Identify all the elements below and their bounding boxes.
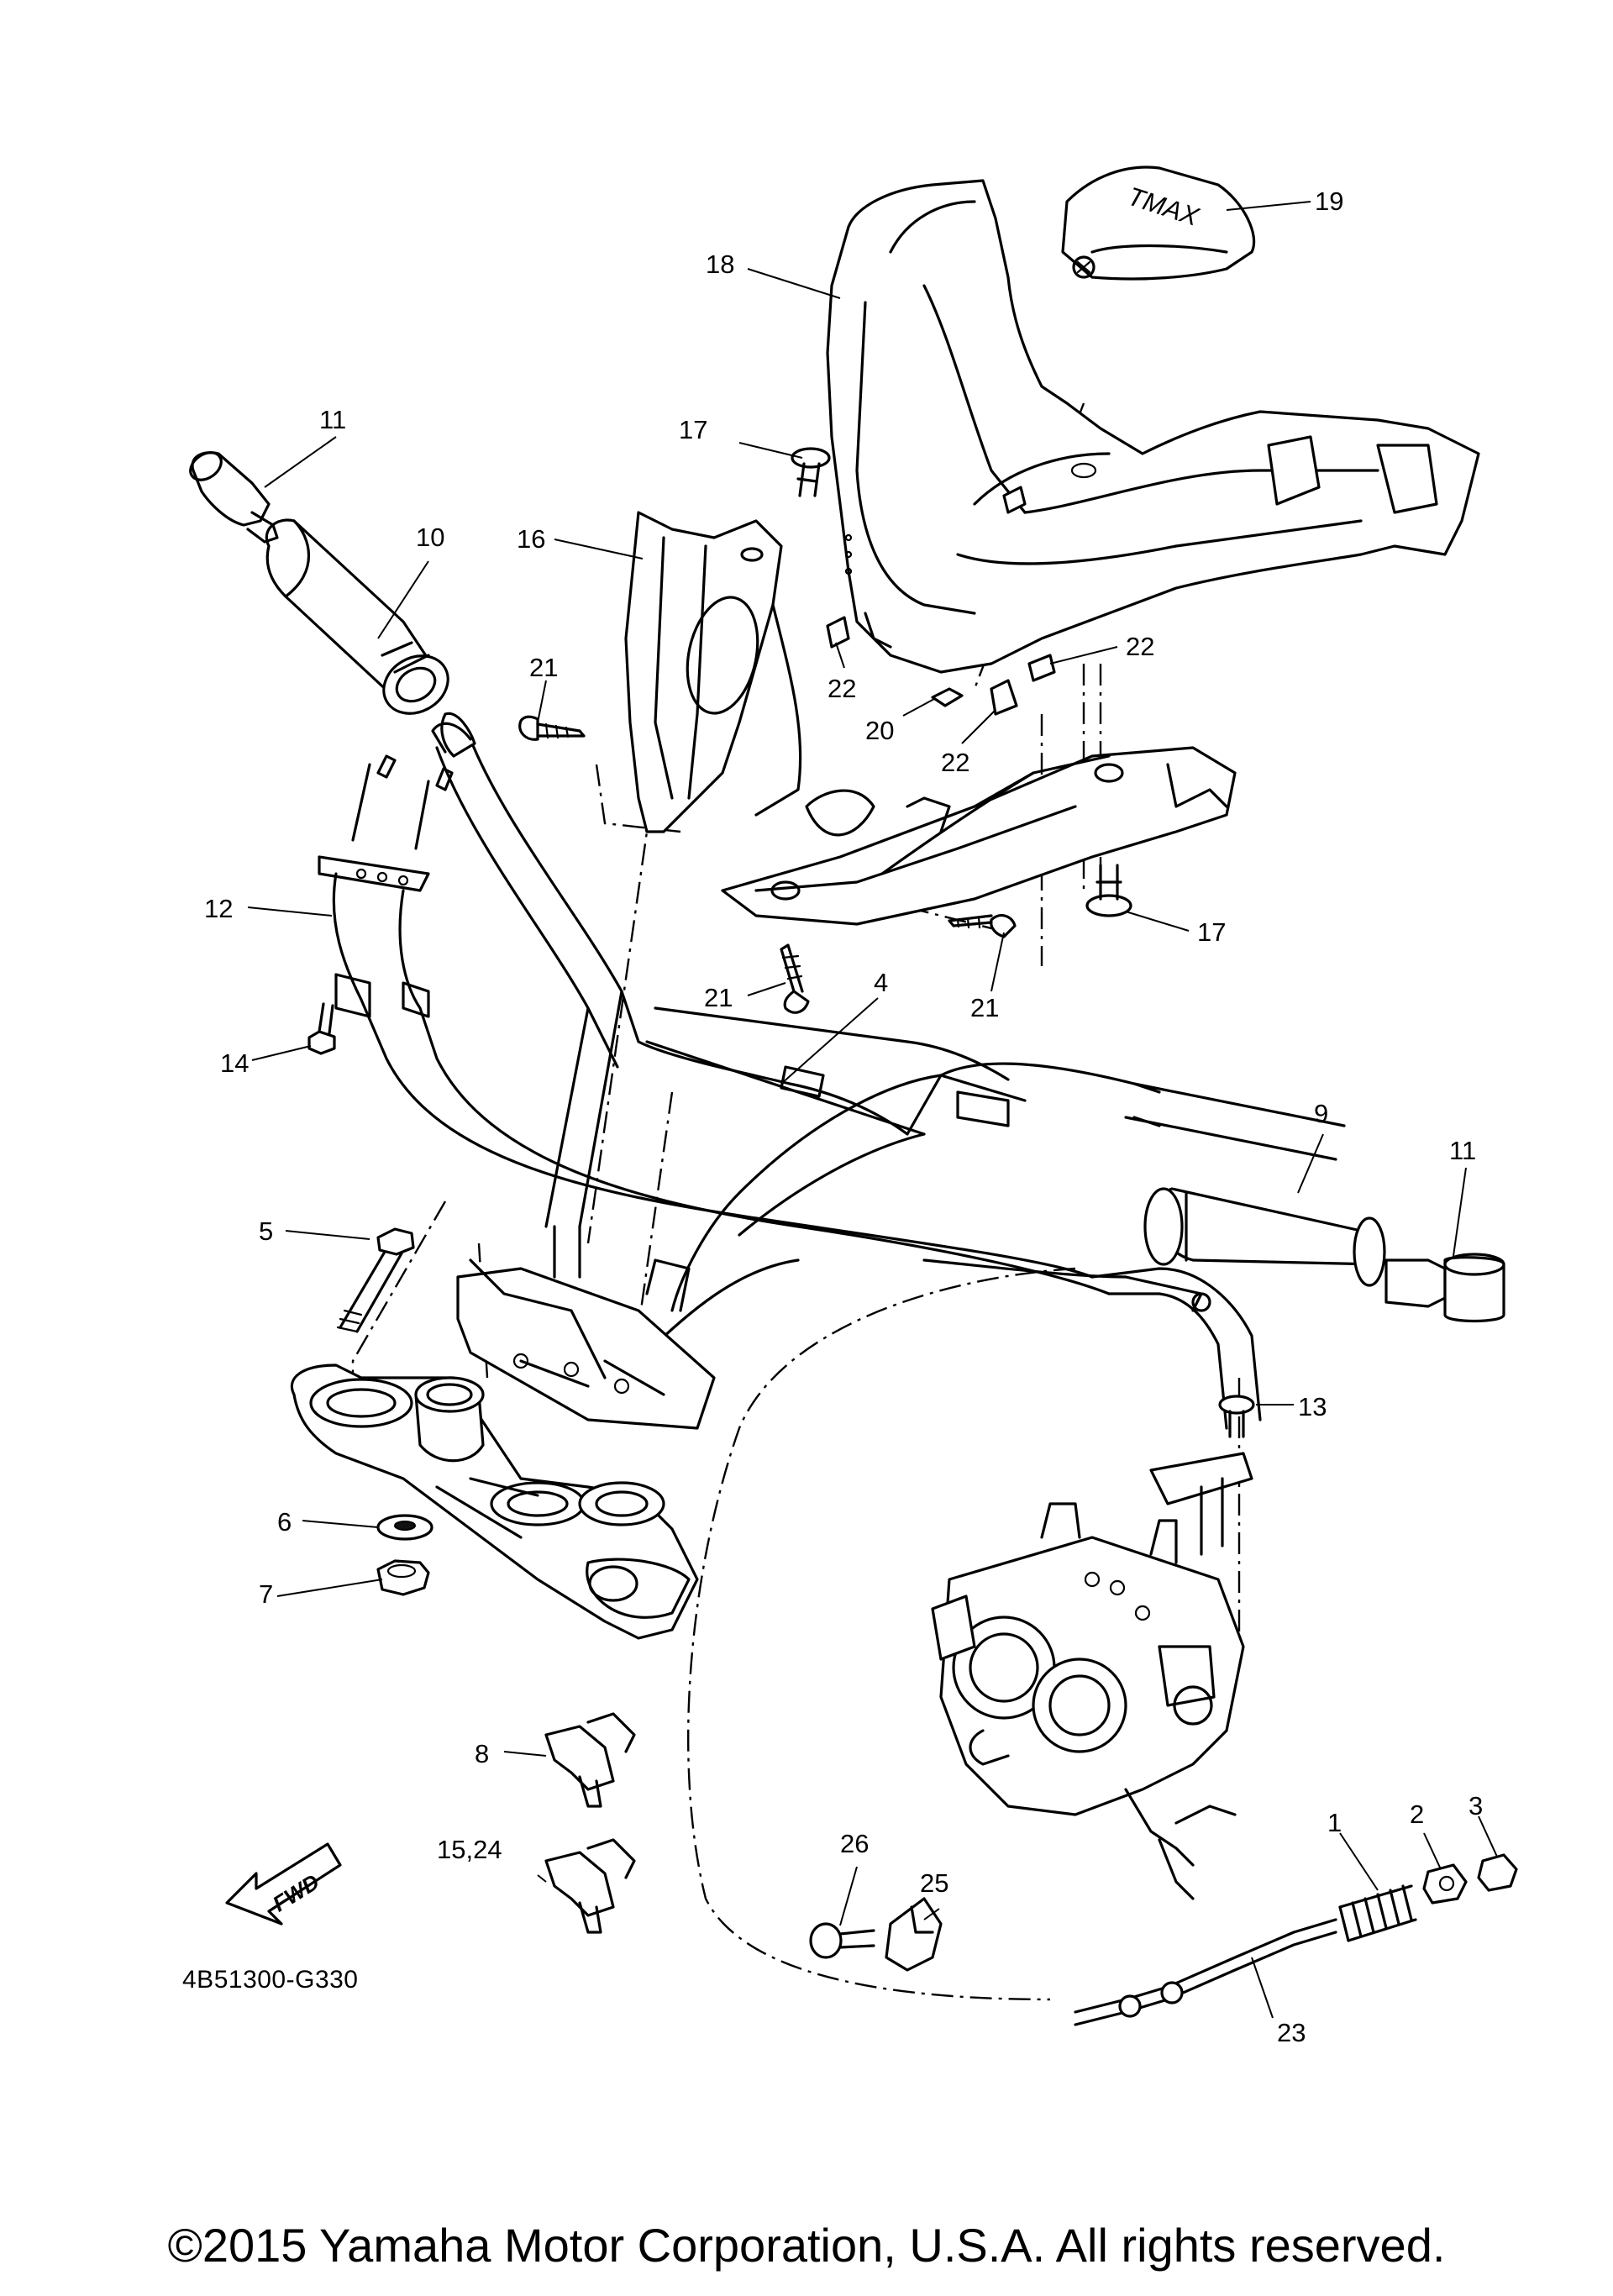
- throttle-cables-right: [922, 1258, 1262, 1556]
- callout-22-a: 22: [828, 674, 856, 703]
- callout-12: 12: [204, 894, 233, 923]
- throttle-cables-left: [318, 754, 1111, 1295]
- cable-clamp-8: [544, 1712, 636, 1808]
- bracket-25: [885, 1897, 943, 1972]
- nut-2: [1422, 1863, 1468, 1905]
- callout-13: 13: [1298, 1392, 1327, 1421]
- callout-2: 2: [1410, 1799, 1424, 1829]
- callout-5: 5: [259, 1216, 273, 1246]
- right-grip: [1143, 1187, 1386, 1287]
- handle-crown: [456, 1225, 716, 1430]
- callout-19: 19: [1315, 187, 1343, 216]
- callout-21-left: 21: [529, 653, 558, 682]
- callout-14: 14: [220, 1048, 249, 1078]
- emblem-cover: TMAX: [1061, 166, 1256, 281]
- nut-22-a: [826, 616, 850, 649]
- right-bar-end-weight: [1384, 1253, 1505, 1323]
- screw-17-right: [1085, 864, 1132, 917]
- screw-17-top: [791, 447, 831, 497]
- left-bar-end-weight: [189, 451, 279, 544]
- bolt-14: [307, 1002, 336, 1055]
- callout-4: 4: [874, 968, 888, 997]
- callout-22-c: 22: [1126, 632, 1154, 661]
- leader-lines: [247, 201, 1498, 2019]
- callout-15-24: 15,24: [437, 1835, 502, 1864]
- callout-16: 16: [517, 524, 545, 554]
- callout-17-right: 17: [1197, 917, 1226, 947]
- handlebar: [435, 712, 1346, 1363]
- cable-clamp-15-24: [544, 1838, 636, 1934]
- copyright-notice: ©2015 Yamaha Motor Corporation, U.S.A. A…: [167, 2219, 1446, 2272]
- callout-labels: 1 2 3 4 5 6 7 8 9 10 11 11 12 13 14 15,2…: [204, 187, 1483, 2047]
- screw-21-left: [518, 715, 586, 741]
- cable-23: [1074, 1918, 1337, 2026]
- callout-23: 23: [1277, 2018, 1306, 2047]
- washer-and-nut: [376, 1514, 433, 1596]
- lower-handlebar-cover: [721, 746, 1237, 926]
- nut-3: [1477, 1853, 1518, 1892]
- screw-21-center: [780, 943, 810, 1014]
- throttle-body: [931, 1502, 1245, 1900]
- left-grip: [265, 518, 472, 754]
- inner-panel: [624, 511, 802, 833]
- diagram-code: 4B51300-G330: [182, 1966, 359, 1994]
- bolt-26: [809, 1922, 875, 1959]
- callout-6: 6: [277, 1507, 292, 1537]
- callout-1: 1: [1327, 1808, 1342, 1837]
- callout-11-right: 11: [1449, 1136, 1476, 1165]
- triple-clamp: [290, 1363, 699, 1640]
- callout-22-b: 22: [941, 748, 969, 777]
- fwd-arrow: FWD: [225, 1842, 342, 1926]
- callout-21-right: 21: [970, 993, 999, 1022]
- nut-22-c: [1027, 654, 1056, 682]
- spring-1: [1338, 1884, 1417, 1942]
- callout-7: 7: [259, 1579, 273, 1609]
- callout-26: 26: [840, 1829, 869, 1858]
- screw-21-right: [948, 914, 1017, 938]
- pinch-bolt: [336, 1227, 415, 1333]
- callout-10: 10: [416, 523, 444, 552]
- callout-17-top: 17: [679, 415, 707, 444]
- nut-22-b: [990, 679, 1018, 716]
- callout-18: 18: [706, 250, 734, 279]
- front-cover: [826, 179, 1480, 674]
- callout-21-center: 21: [704, 983, 733, 1012]
- callout-20: 20: [865, 716, 894, 745]
- callout-3: 3: [1469, 1791, 1483, 1821]
- callout-25: 25: [920, 1868, 948, 1898]
- bolt-13: [1218, 1395, 1255, 1438]
- callout-8: 8: [475, 1739, 489, 1768]
- clip-20: [931, 687, 964, 707]
- callout-9: 9: [1314, 1099, 1328, 1128]
- callout-11-left: 11: [319, 405, 346, 434]
